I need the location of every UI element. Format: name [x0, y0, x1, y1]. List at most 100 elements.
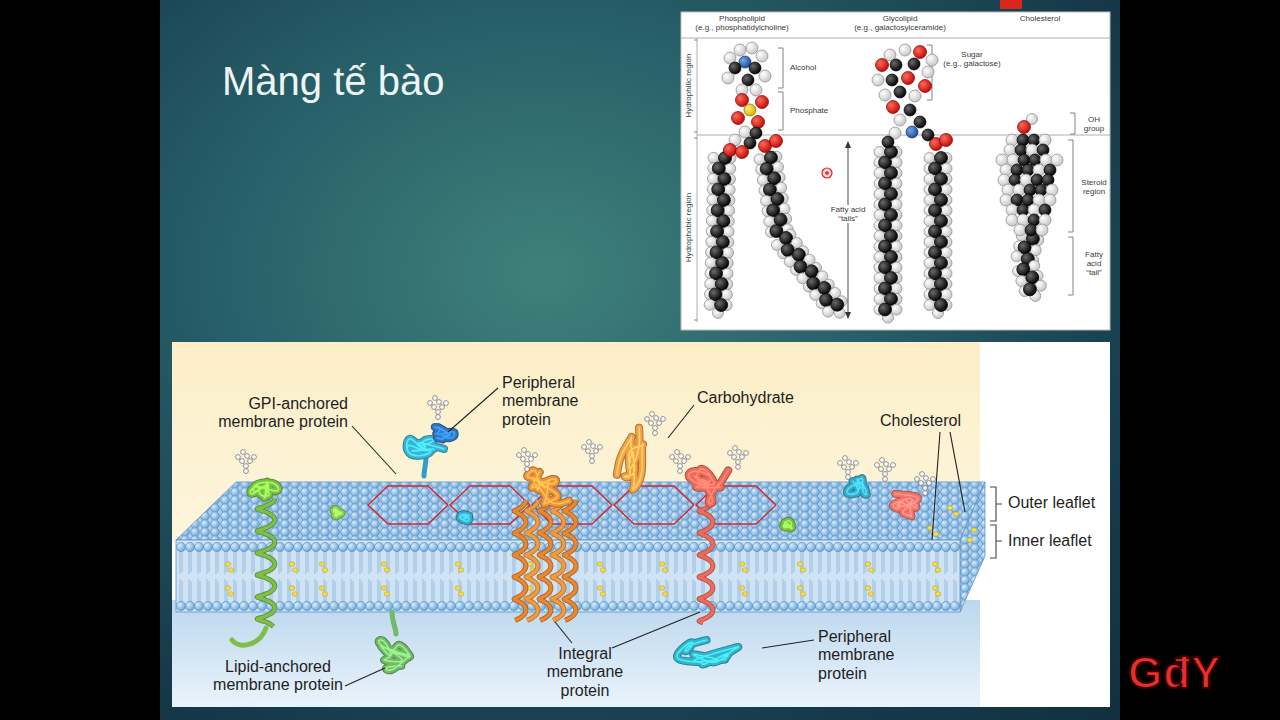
lipid-head: [257, 601, 266, 610]
lipid-head: [743, 601, 752, 610]
protein-coil: [250, 482, 278, 498]
protein-blob: [334, 509, 342, 516]
atom: [744, 104, 756, 116]
atom: [706, 236, 717, 247]
sugar-unit: [521, 457, 526, 462]
carbohydrate-tree: [670, 450, 691, 474]
bracket: [778, 48, 783, 88]
sugar-unit: [744, 451, 749, 456]
protein-coil: [250, 482, 278, 498]
lipid-head: [869, 542, 878, 551]
atom: [1018, 121, 1031, 134]
lipid-head: [761, 542, 770, 551]
atom: [724, 144, 737, 157]
lipid-head: [455, 601, 464, 610]
lipid-head: [824, 601, 833, 610]
atom: [708, 152, 719, 163]
part-label: GPI-anchored membrane protein: [198, 395, 348, 432]
lipid-head: [815, 601, 824, 610]
lipid-tail: [225, 551, 227, 602]
atom: [891, 304, 902, 315]
sugar-unit: [927, 481, 932, 486]
lipid-head: [770, 601, 779, 610]
lipid-head: [752, 542, 761, 551]
lipid-tail: [621, 551, 623, 602]
lipid-head: [662, 542, 671, 551]
atom-group: [1011, 230, 1046, 301]
lipid-head: [437, 542, 446, 551]
atom: [924, 279, 935, 290]
protein-helix: [564, 500, 576, 620]
atom: [1014, 224, 1026, 236]
sugar-unit: [586, 449, 591, 454]
atom: [886, 74, 898, 86]
sugar-unit: [533, 453, 538, 458]
atom: [779, 203, 790, 214]
atom: [914, 46, 927, 59]
atom: [704, 299, 715, 310]
lipid-head: [860, 601, 869, 610]
cholesterol-dot: [597, 562, 603, 566]
atom-group: [1018, 114, 1038, 134]
lipid-head: [716, 601, 725, 610]
protein-blob: [460, 514, 470, 521]
pointer-dot: [825, 171, 829, 175]
sugar-unit: [923, 486, 928, 491]
leader-line: [932, 432, 940, 540]
protein-coil: [677, 640, 739, 664]
cholesterol-dot: [947, 506, 953, 510]
lipid-head: [302, 542, 311, 551]
lipid-head: [779, 542, 788, 551]
helix-coil: [514, 500, 526, 620]
lipid-head: [797, 542, 806, 551]
lipid-tail: [675, 551, 677, 602]
atom: [1025, 224, 1037, 236]
channel-logo: GđY: [1128, 648, 1268, 699]
lipid-head: [761, 601, 770, 610]
lipid-tail: [450, 551, 452, 602]
protein-coil: [379, 640, 410, 670]
net-line: [368, 486, 448, 524]
lipid-head: [599, 601, 608, 610]
atom-group: [874, 146, 902, 324]
bracket: [1068, 140, 1073, 232]
sugar-bond: [584, 447, 600, 464]
lipid-head: [410, 542, 419, 551]
atom: [872, 74, 884, 86]
lipid-head: [905, 601, 914, 610]
sugar-unit: [587, 440, 592, 445]
sugar-unit: [248, 459, 253, 464]
lipid-head: [464, 542, 473, 551]
sugar-unit: [884, 462, 889, 467]
lipid-tail: [351, 551, 353, 602]
part-label: Peripheral membrane protein: [502, 374, 592, 429]
lipid-head: [473, 601, 482, 610]
part-label: Sugar: [937, 50, 1007, 59]
lipid-head: [644, 601, 653, 610]
leader-line: [612, 612, 700, 648]
lipid-head: [635, 542, 644, 551]
lipid-tail: [756, 551, 758, 602]
part-label: Phosphate: [790, 106, 840, 115]
atom: [706, 215, 717, 226]
protein-blob: [689, 469, 729, 504]
sugar-unit: [245, 454, 250, 459]
atom: [780, 231, 793, 244]
sugar-unit: [838, 461, 843, 466]
molecule-panel: [681, 0, 1110, 330]
protein-helix: [257, 498, 275, 626]
lipid-head: [176, 601, 185, 610]
protein-blob: [677, 640, 739, 664]
sugar-unit: [736, 460, 741, 465]
protein-coil: [677, 640, 739, 664]
lipid-tail: [657, 551, 659, 602]
carbohydrate-tree: [428, 396, 449, 420]
region-label: Hydrophobic region: [684, 158, 693, 298]
cholesterol-dot: [455, 562, 461, 566]
lipid-tail: [639, 551, 641, 602]
cholesterol-dot: [935, 568, 941, 572]
lipid-tail: [279, 551, 281, 602]
part-label: Peripheral membrane protein: [818, 628, 913, 683]
lipid-head: [590, 601, 599, 610]
